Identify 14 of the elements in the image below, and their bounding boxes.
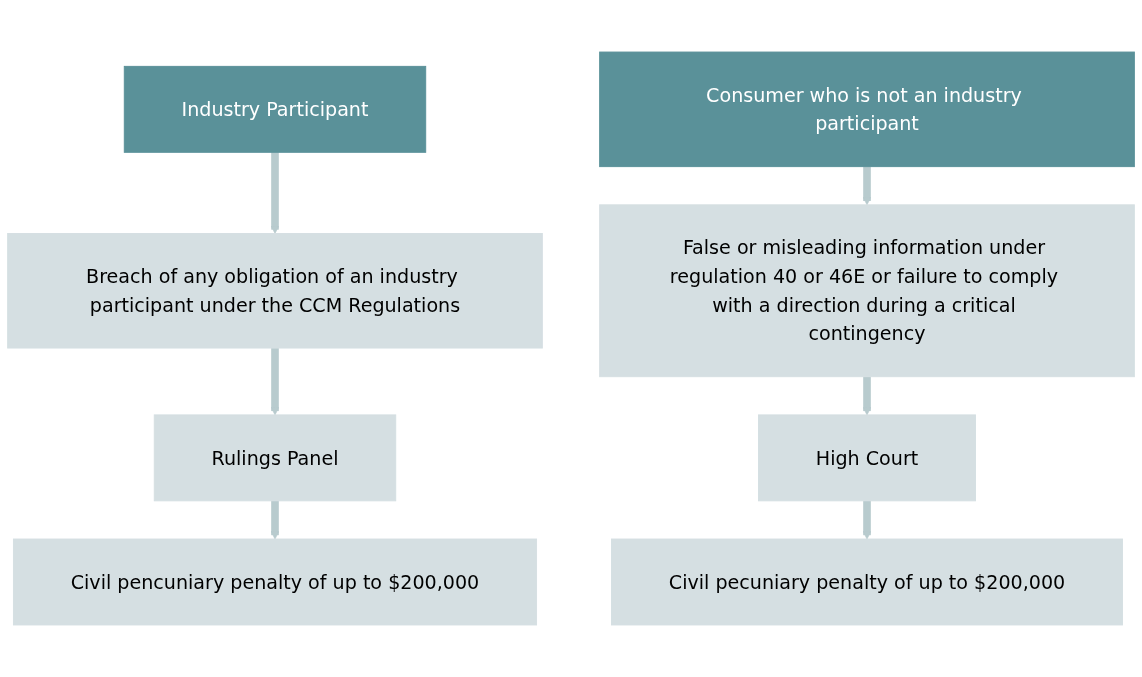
arrow [270, 152, 280, 234]
arrow [862, 166, 872, 206]
arrow [270, 500, 280, 540]
node-box: Breach of any obligation of an industry participant under the CCM Regulations [7, 233, 543, 349]
arrow [270, 348, 280, 416]
node-box: Industry Participant [123, 65, 427, 153]
node-box: Rulings Panel [153, 414, 397, 502]
arrow [862, 376, 872, 416]
arrow [862, 500, 872, 540]
node-box: Civil pencuniary penalty of up to $200,000 [12, 538, 538, 626]
node-box: High Court [758, 414, 976, 502]
node-box: False or misleading information under regulation 40 or 46E or failure to comply with a direction during a critical contingency [599, 204, 1135, 378]
node-box: Civil pecuniary penalty of up to $200,000 [611, 538, 1123, 626]
node-box: Consumer who is not an industry participant [599, 51, 1135, 168]
